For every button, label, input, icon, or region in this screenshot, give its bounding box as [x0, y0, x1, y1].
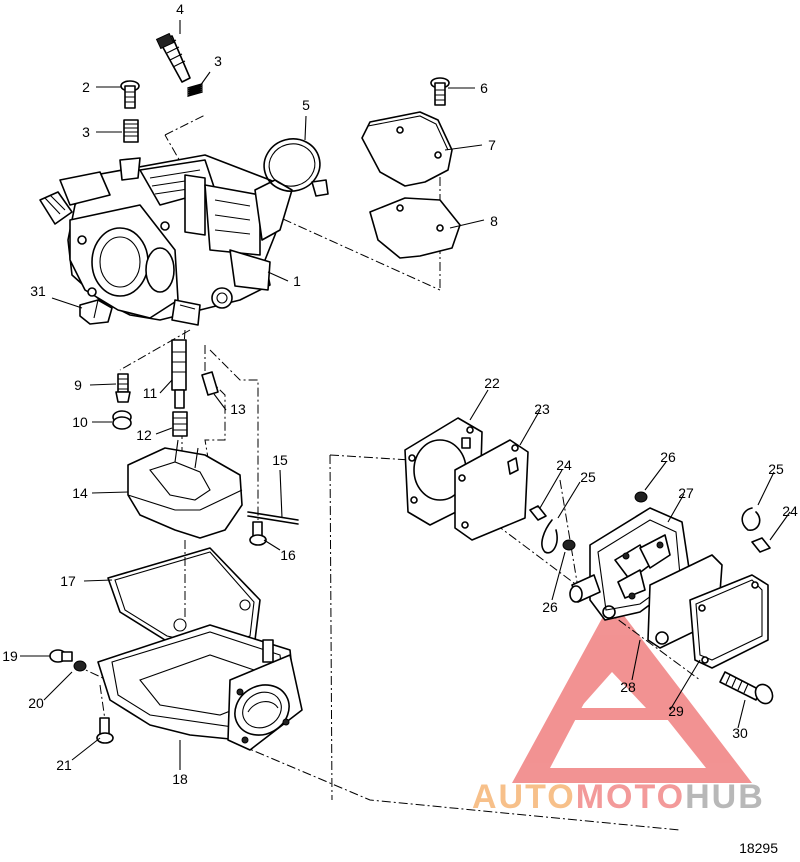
callout-1: 1 [293, 273, 301, 289]
callout-14: 14 [72, 485, 88, 501]
part-20-washer [73, 660, 87, 672]
callout-15: 15 [272, 452, 288, 468]
part-4-needle-screw [155, 32, 191, 83]
part-25-check-valve-left [541, 519, 558, 554]
figure-number: 18295 [739, 840, 778, 856]
part-12-seat [172, 411, 188, 437]
part-6-screw [430, 77, 450, 106]
part-9-jet [115, 373, 131, 403]
callout-3-lower: 3 [82, 124, 90, 140]
callout-17: 17 [60, 573, 76, 589]
callout-12: 12 [136, 427, 152, 443]
watermark-text: AUTOMOTOHUB [472, 778, 765, 817]
callout-24-right: 24 [782, 503, 798, 519]
part-31-pin [79, 299, 113, 325]
watermark-segment-hub: HUB [685, 778, 765, 816]
callout-26-lower: 26 [542, 599, 558, 615]
callout-25-left: 25 [580, 469, 596, 485]
leader-lines [20, 20, 791, 770]
part-29-pump-cover [689, 574, 769, 669]
part-3-spring-upper [187, 83, 203, 97]
part-24-screw-right [751, 537, 771, 553]
part-2-screw [120, 80, 140, 109]
callout-25-right: 25 [768, 461, 784, 477]
callout-19: 19 [2, 648, 18, 664]
callout-6: 6 [480, 80, 488, 96]
part-5-o-ring [263, 138, 329, 197]
callout-27: 27 [678, 485, 694, 501]
callout-26-upper: 26 [660, 449, 676, 465]
callout-3-upper: 3 [214, 53, 222, 69]
part-13-float-pin [201, 371, 219, 396]
callout-28: 28 [620, 679, 636, 695]
callout-16: 16 [280, 547, 296, 563]
callout-4: 4 [176, 1, 184, 17]
callout-23: 23 [534, 401, 550, 417]
part-19-screw [49, 649, 73, 663]
callout-30: 30 [732, 725, 748, 741]
callout-10: 10 [72, 414, 88, 430]
part-23-pump-diaphragm [454, 439, 529, 541]
part-26-nut-lower [562, 539, 576, 551]
part-3-spring-lower [123, 119, 139, 143]
part-7-cover-plate [361, 111, 453, 187]
callout-18: 18 [172, 771, 188, 787]
part-8-gasket [369, 197, 461, 259]
part-24-screw-left [529, 505, 547, 521]
part-14-float [127, 439, 243, 539]
part-11-needle-valve [171, 339, 187, 409]
part-10-jet [112, 410, 132, 430]
callout-31: 31 [30, 283, 46, 299]
callout-13: 13 [230, 401, 246, 417]
part-28-o-rings [602, 605, 669, 645]
part-30-screw [719, 671, 774, 705]
part-26-nut-upper [634, 491, 648, 503]
callout-20: 20 [28, 695, 44, 711]
callout-9: 9 [74, 377, 82, 393]
part-21-screw [96, 717, 114, 744]
part-15-pin-rod [247, 511, 299, 525]
callout-24-left: 24 [556, 457, 572, 473]
callout-8: 8 [490, 213, 498, 229]
callout-2: 2 [82, 79, 90, 95]
part-18-float-bowl [97, 624, 303, 751]
callout-11: 11 [143, 385, 158, 401]
callout-5: 5 [302, 97, 310, 113]
part-1-carburetor-body [39, 154, 293, 326]
watermark-segment-auto: AUTO [472, 778, 576, 816]
watermark-segment-moto: MOTO [575, 778, 686, 816]
callout-29: 29 [668, 703, 684, 719]
callout-labels: 4 3 2 3 5 6 7 8 1 31 9 10 11 13 12 14 15… [2, 1, 798, 787]
part-16-screw [249, 521, 267, 546]
callout-7: 7 [488, 137, 496, 153]
watermark-logo [512, 600, 752, 783]
callout-21: 21 [56, 757, 72, 773]
callout-22: 22 [484, 375, 500, 391]
part-25-check-valve-right [741, 507, 761, 531]
